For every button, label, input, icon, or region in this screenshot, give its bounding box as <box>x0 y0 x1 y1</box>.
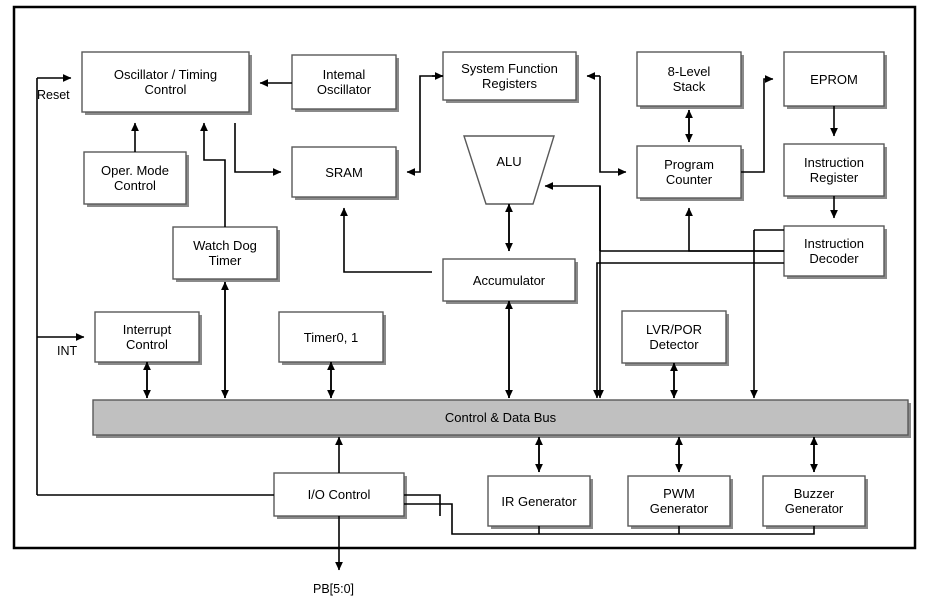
box-accumulator <box>442 258 576 302</box>
box-sram <box>291 146 397 198</box>
wire-sfr-to-sram <box>406 75 443 176</box>
block-boxes <box>81 51 885 527</box>
box-internal-oscillator <box>291 54 397 110</box>
box-pwm-generator <box>627 475 731 527</box>
box-ir-generator <box>487 475 591 527</box>
box-lvr-por-detector <box>621 310 727 364</box>
wire-pc-to-eprom <box>741 75 774 173</box>
label-control-data-bus: Control & Data Bus <box>444 410 557 425</box>
box-oscillator-timing-control <box>81 51 250 113</box>
wire-alu-feed <box>544 182 601 251</box>
wire-watchdog-to-osc-timing <box>200 122 226 227</box>
outer-frame <box>12 5 917 550</box>
box-timer0-1 <box>278 311 384 363</box>
box-instruction-register <box>783 143 885 197</box>
box-eprom <box>783 51 885 107</box>
box-8-level-stack <box>636 51 742 107</box>
box-program-counter <box>636 145 742 199</box>
wire-sfr-right-feed <box>599 76 627 176</box>
box-alu <box>463 135 555 205</box>
box-buzzer-generator <box>762 475 866 527</box>
wire-accumulator-to-sram <box>340 207 432 273</box>
box-oper-mode-control <box>83 151 187 205</box>
signal-label-int: INT <box>57 344 78 358</box>
box-watch-dog-timer <box>172 226 278 280</box>
box-instruction-decoder <box>783 225 885 277</box>
wire-osc-timing-to-sram <box>234 123 282 176</box>
signal-label-reset: Reset <box>37 88 70 102</box>
wire-decoder-to-bus <box>593 262 784 399</box>
signal-label-pb50: PB[5:0] <box>313 582 354 596</box>
wires <box>36 72 838 571</box>
box-system-function-registers <box>442 51 577 101</box>
box-io-control <box>273 472 405 517</box>
wire-io-right-stub <box>404 494 441 516</box>
box-interrupt-control <box>94 311 200 363</box>
wire-generators-common-rail <box>404 503 815 535</box>
control-data-bus-bar <box>92 399 909 436</box>
